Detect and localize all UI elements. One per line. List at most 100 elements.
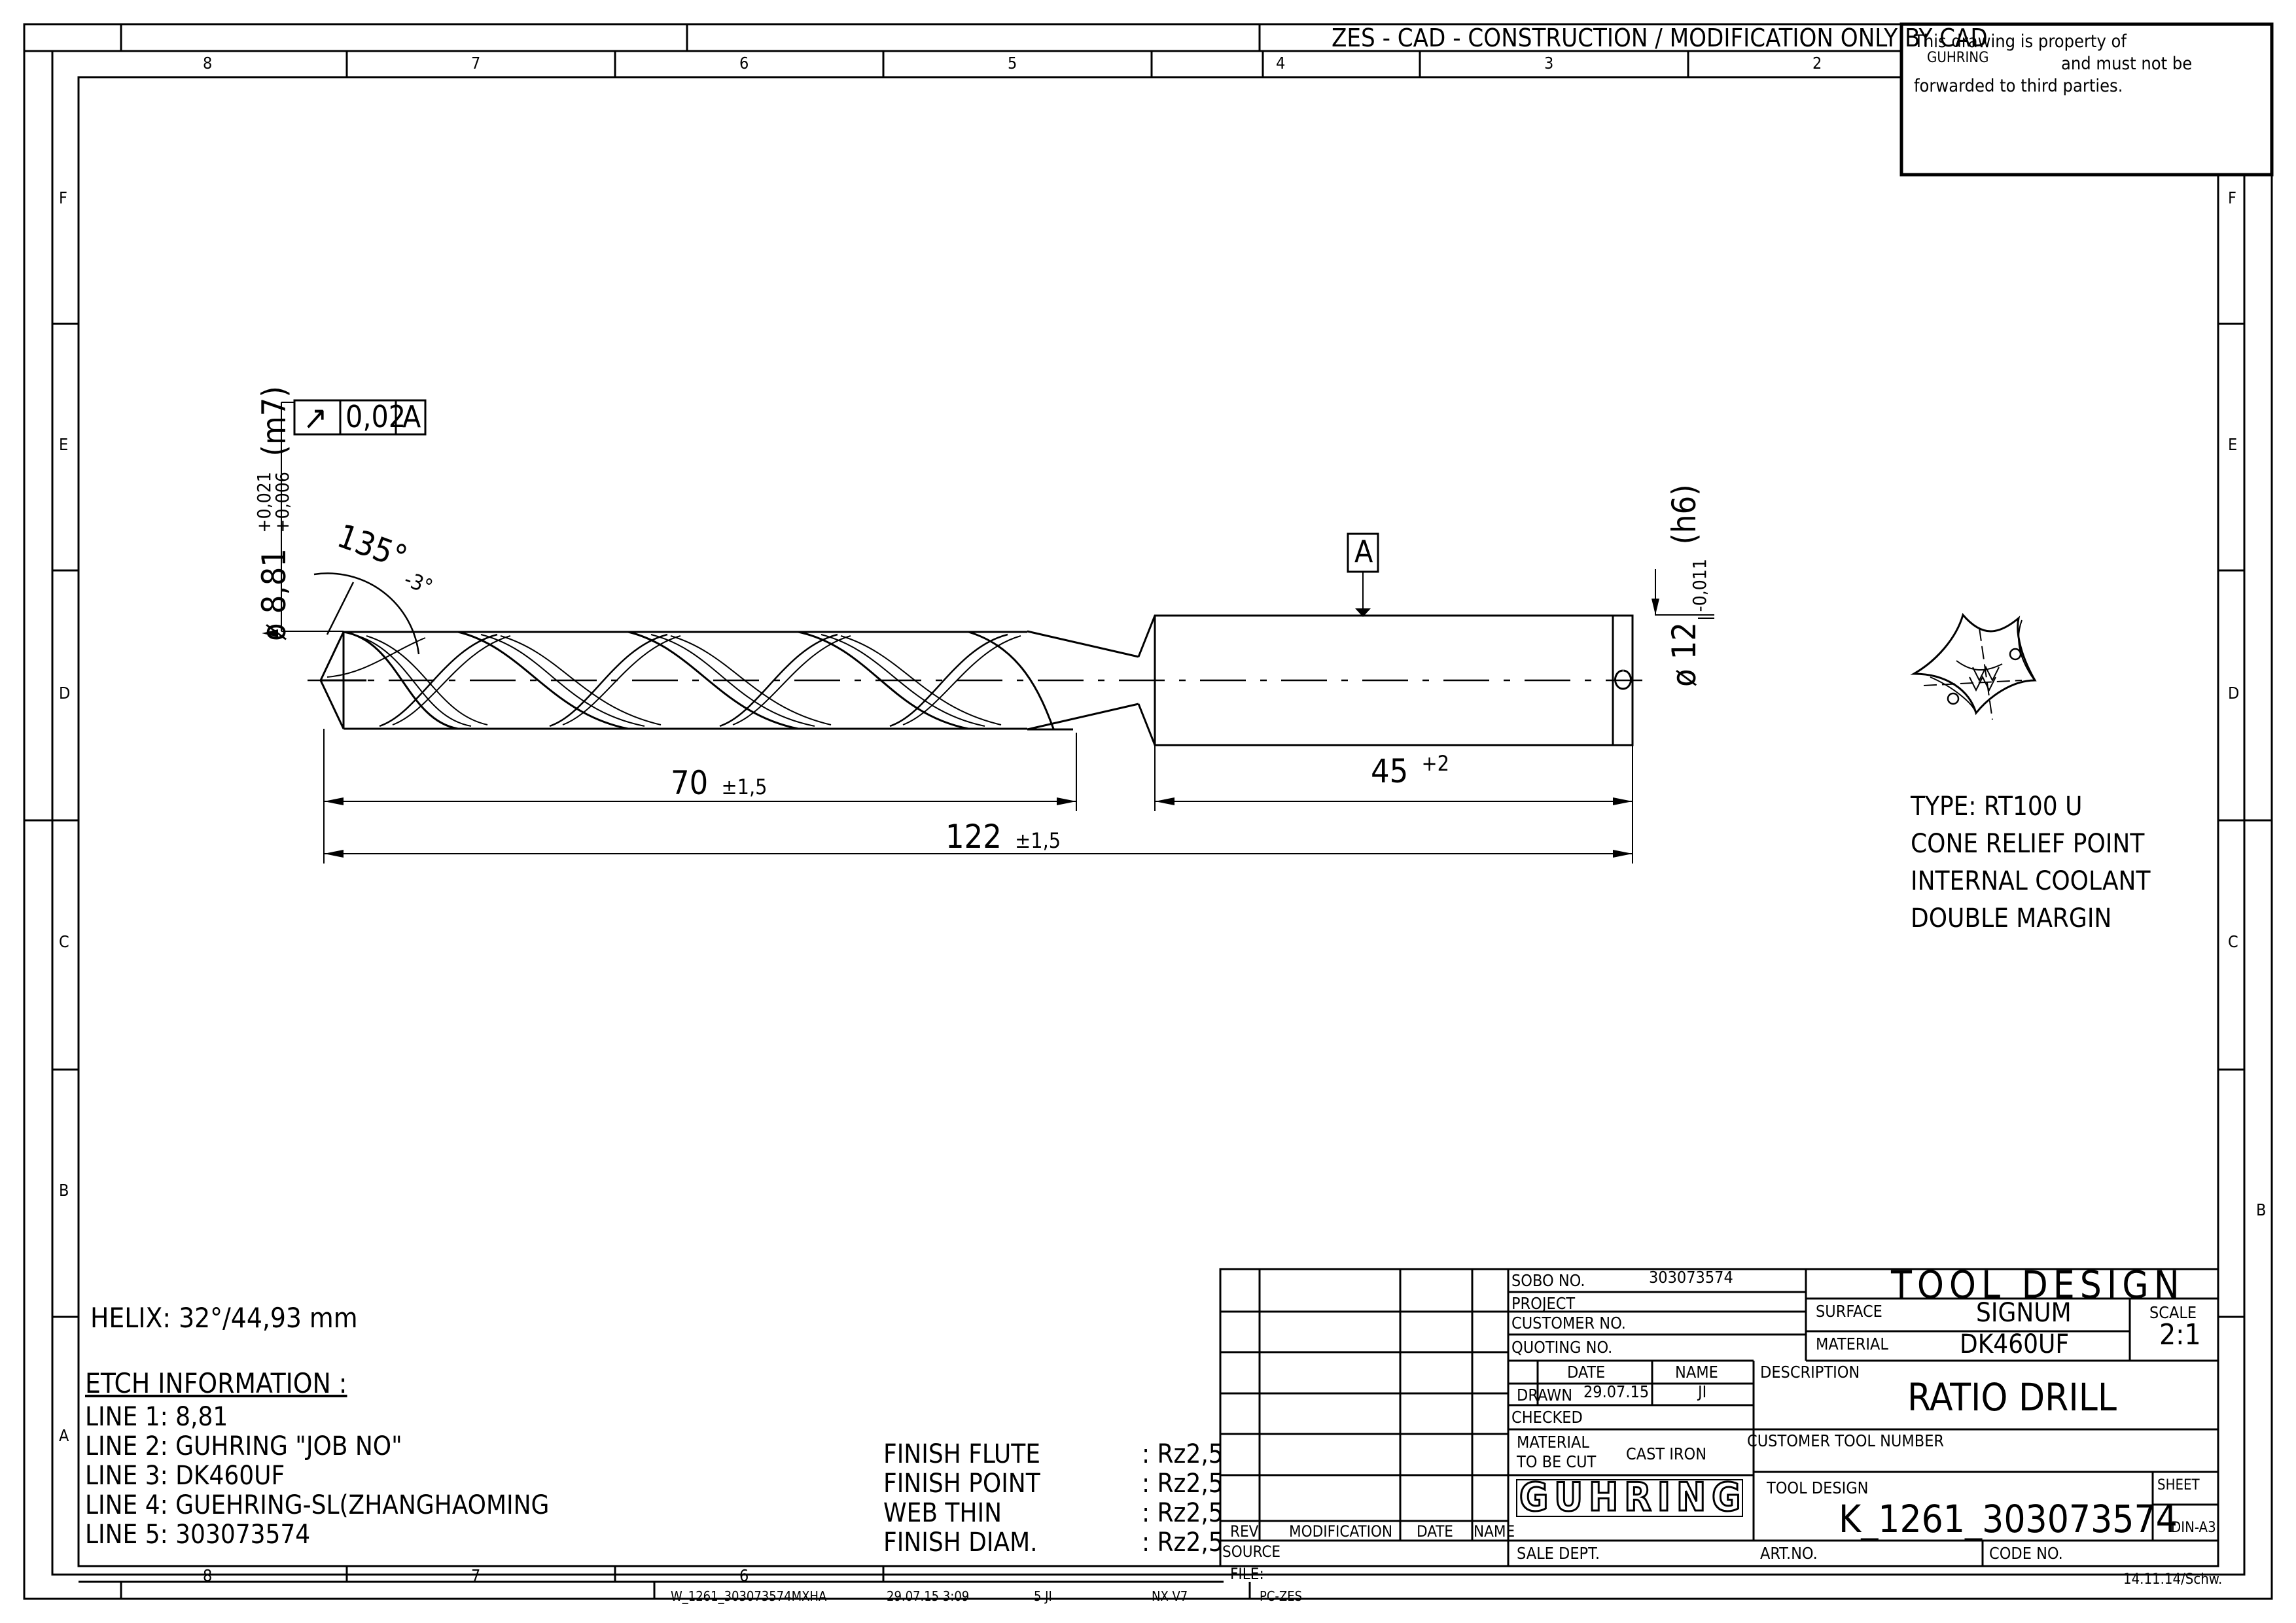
description-label: DESCRIPTION bbox=[1760, 1363, 1860, 1382]
rev-header: REV bbox=[1230, 1522, 1259, 1541]
tolerance-symbol: ↗ bbox=[303, 399, 328, 437]
file-label: FILE: bbox=[1230, 1565, 1264, 1583]
source-label: SOURCE bbox=[1222, 1543, 1281, 1561]
col-label: 5 bbox=[1008, 54, 1017, 73]
cad-notice: ZES - CAD - CONSTRUCTION / MODIFICATION … bbox=[1332, 24, 1988, 52]
material-cut-label-2: TO BE CUT bbox=[1517, 1452, 1597, 1471]
material-label: MATERIAL bbox=[1816, 1335, 1888, 1353]
code-no-label: CODE NO. bbox=[1989, 1544, 2063, 1563]
finish-value: : Rz2,5 bbox=[1142, 1469, 1224, 1499]
point-angle-arc bbox=[313, 572, 420, 655]
customer-no-label: CUSTOMER NO. bbox=[1511, 1314, 1626, 1333]
helix-note: HELIX: 32°/44,93 mm bbox=[90, 1302, 358, 1334]
name-header: NAME bbox=[1474, 1522, 1515, 1541]
datum-a-label: A bbox=[1354, 534, 1373, 569]
tool-design-title: TOOL DESIGN bbox=[1891, 1263, 2185, 1307]
title-block-grid bbox=[1219, 1268, 2219, 1567]
rev-user: 5 JI bbox=[1034, 1588, 1052, 1604]
system: PC-ZES bbox=[1260, 1588, 1303, 1604]
row-label: C bbox=[59, 932, 69, 951]
tool-note: INTERNAL COOLANT bbox=[1911, 866, 2151, 896]
col-label: 6 bbox=[739, 54, 749, 73]
finish-label: WEB THIN bbox=[883, 1498, 1002, 1528]
col-label: 7 bbox=[471, 1566, 481, 1585]
project-label: PROJECT bbox=[1511, 1294, 1576, 1313]
finish-label: FINISH DIAM. bbox=[883, 1527, 1038, 1558]
modification-header: MODIFICATION bbox=[1289, 1522, 1393, 1541]
row-label: D bbox=[59, 684, 71, 703]
guhring-logo: GUHRING bbox=[1518, 1474, 1747, 1522]
row-label: D bbox=[2228, 684, 2240, 703]
sheet-label: SHEET bbox=[2157, 1477, 2200, 1493]
art-no-label: ART.NO. bbox=[1760, 1544, 1818, 1563]
etch-line: LINE 2: GUHRING "JOB NO" bbox=[85, 1431, 402, 1461]
property-line-3: forwarded to third parties. bbox=[1914, 76, 2123, 96]
tool-note: CONE RELIEF POINT bbox=[1911, 829, 2145, 859]
row-label: B bbox=[2256, 1200, 2267, 1219]
row-label: A bbox=[59, 1426, 69, 1445]
cross-section-view bbox=[1910, 612, 2037, 720]
tip-diameter-label: ø 8,81 +0,021 +0,006 (m7) bbox=[253, 386, 293, 641]
material-cut-label-1: MATERIAL bbox=[1517, 1433, 1589, 1452]
tolerance-frame bbox=[293, 399, 427, 436]
col-label: 3 bbox=[1544, 54, 1554, 73]
col-label: 6 bbox=[739, 1566, 749, 1585]
timestamp: 29.07.15 3:09 bbox=[887, 1588, 970, 1604]
etch-line: LINE 1: 8,81 bbox=[85, 1402, 228, 1432]
surface-value: SIGNUM bbox=[1976, 1298, 2072, 1328]
shank-outline bbox=[1137, 614, 1634, 746]
property-box bbox=[1899, 22, 2274, 177]
flute-spiral bbox=[343, 631, 1055, 730]
property-line-1: This drawing is property of bbox=[1914, 31, 2127, 52]
software: NX V7 bbox=[1152, 1588, 1188, 1604]
row-label: C bbox=[2228, 932, 2238, 951]
etch-line: LINE 4: GUEHRING-SL(ZHANGHAOMING bbox=[85, 1490, 550, 1520]
stamp: 14.11.14/Schw. bbox=[2123, 1571, 2223, 1588]
sobo-label: SOBO NO. bbox=[1511, 1271, 1585, 1290]
material-value: DK460UF bbox=[1960, 1329, 2070, 1359]
shank-length-dim: 45 +2 bbox=[1371, 751, 1449, 790]
row-label: E bbox=[2228, 435, 2238, 454]
row-label: E bbox=[59, 435, 69, 454]
scale-value: 2:1 bbox=[2159, 1318, 2201, 1352]
etch-line: LINE 5: 303073574 bbox=[85, 1520, 311, 1550]
sheet-value: DIN-A3 bbox=[2171, 1520, 2216, 1536]
surface-label: SURFACE bbox=[1816, 1302, 1882, 1321]
inner-border bbox=[77, 76, 2219, 1567]
tolerance-datum: A bbox=[402, 399, 421, 434]
row-label: F bbox=[59, 188, 67, 207]
finish-value: : Rz2,5 bbox=[1142, 1498, 1224, 1528]
file-ref: W_1261_303073574MXHA bbox=[671, 1588, 827, 1604]
tool-note: TYPE: RT100 U bbox=[1911, 792, 2083, 822]
description-value: RATIO DRILL bbox=[1907, 1375, 2117, 1420]
customer-tool-number-label: CUSTOMER TOOL NUMBER bbox=[1747, 1431, 1945, 1450]
outer-border bbox=[23, 23, 2273, 1600]
drawn-name: JI bbox=[1698, 1382, 1707, 1401]
name-col-label: NAME bbox=[1675, 1363, 1718, 1382]
checked-label: CHECKED bbox=[1511, 1408, 1583, 1427]
col-label: 2 bbox=[1812, 54, 1822, 73]
scale-label: SCALE bbox=[2149, 1303, 2197, 1322]
flute-length-dim: 70 ±1,5 bbox=[671, 764, 768, 802]
tool-design-value: K_1261_303073574 bbox=[1839, 1497, 2178, 1541]
col-label: 4 bbox=[1276, 54, 1286, 73]
finish-label: FINISH POINT bbox=[883, 1469, 1040, 1499]
date-col-label: DATE bbox=[1567, 1363, 1606, 1382]
sale-dept-label: SALE DEPT. bbox=[1517, 1544, 1600, 1563]
etch-line: LINE 3: DK460UF bbox=[85, 1461, 285, 1491]
material-cut-value: CAST IRON bbox=[1626, 1444, 1707, 1463]
drawn-date: 29.07.15 bbox=[1583, 1382, 1650, 1401]
property-company: GUHRING bbox=[1927, 50, 1989, 66]
row-label: F bbox=[2228, 188, 2236, 207]
col-label: 7 bbox=[471, 54, 481, 73]
finish-label: FINISH FLUTE bbox=[883, 1439, 1040, 1469]
row-label: B bbox=[59, 1181, 69, 1200]
drawn-label: DRAWN bbox=[1517, 1386, 1573, 1405]
etch-title: ETCH INFORMATION : bbox=[85, 1367, 347, 1399]
total-length-dim: 122 ±1,5 bbox=[945, 818, 1061, 856]
tool-design-label: TOOL DESIGN bbox=[1767, 1478, 1869, 1497]
col-label: 8 bbox=[203, 1566, 213, 1585]
finish-value: : Rz2,5 bbox=[1142, 1439, 1224, 1469]
tolerance-value: 0,02 bbox=[345, 399, 406, 434]
